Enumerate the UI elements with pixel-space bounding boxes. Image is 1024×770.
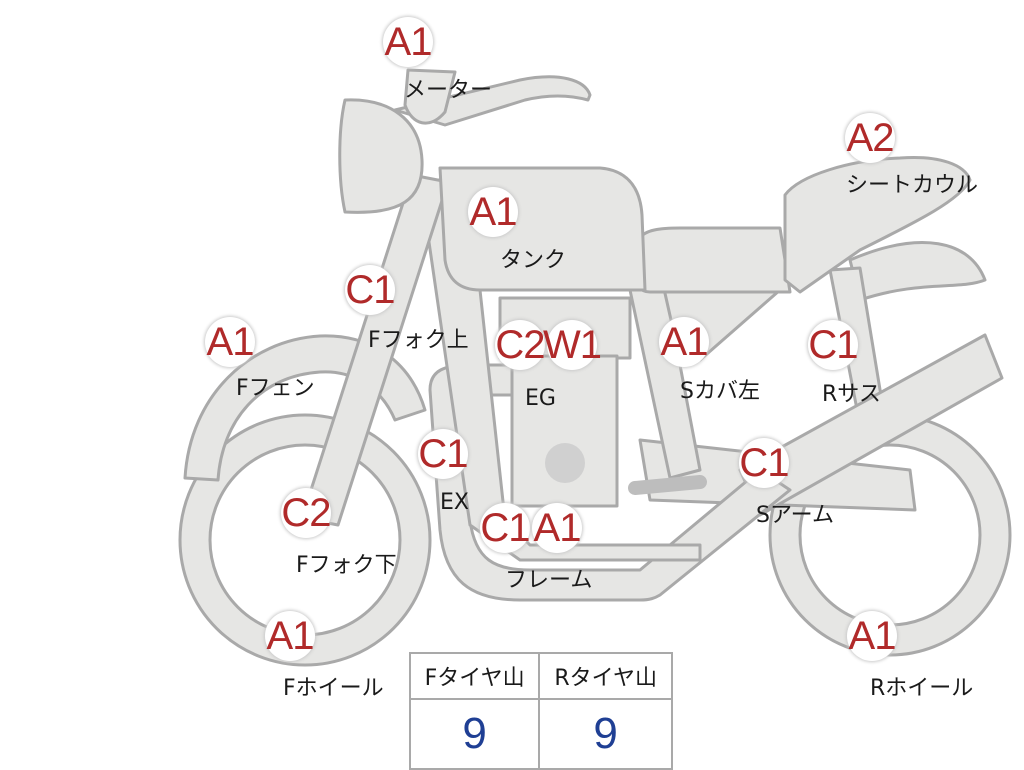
label-f-fender: Fフェン (236, 376, 315, 401)
grade-badge-frame: C1 (480, 503, 531, 553)
grade-badge-r-suspension: C1 (808, 320, 859, 370)
grade: C2 (281, 491, 331, 535)
grade-badge-side-cover-left: A1 (659, 317, 709, 367)
tread-value-row: 9 9 (408, 698, 673, 770)
label-r-wheel: Rホイール (870, 676, 974, 701)
grade-badge-engine: C2 (495, 320, 546, 370)
grade-badge-r-wheel: A1 (847, 611, 897, 661)
grade: A1 (469, 190, 518, 234)
tire-tread-table: Fタイヤ山 Rタイヤ山 9 9 (408, 652, 673, 770)
headlight-shape (338, 98, 424, 214)
grade-badge-exhaust: C1 (418, 429, 469, 479)
label-exhaust: EX (440, 490, 469, 515)
meter-shape (403, 68, 457, 125)
grade: A1 (206, 320, 255, 364)
label-f-wheel: Fホイール (283, 676, 384, 701)
label-side-cover-left: Sカバ左 (680, 379, 760, 404)
grade-badge-tank: A1 (468, 187, 518, 237)
grade: A1 (533, 506, 582, 550)
rear-fender-shape (848, 241, 987, 302)
tread-header-front: Fタイヤ山 (408, 652, 541, 700)
tread-header-row: Fタイヤ山 Rタイヤ山 (408, 652, 673, 700)
grade-badge-f-wheel: A1 (265, 611, 315, 661)
grade: A1 (384, 20, 433, 64)
label-seat-cowl: シートカウル (846, 173, 979, 198)
grade: W1 (543, 323, 602, 367)
tread-value-front: 9 (408, 698, 541, 770)
label-frame: フレーム (505, 568, 593, 593)
label-tank: タンク (500, 248, 567, 273)
grade-badge-engine-secondary: W1 (543, 320, 602, 370)
grade: C1 (480, 506, 530, 550)
grade-badge-f-fork-upper: C1 (345, 265, 396, 315)
grade-badge-f-fender: A1 (205, 317, 255, 367)
grade: A1 (266, 614, 315, 658)
seat-shape (636, 226, 792, 294)
grade: C1 (808, 323, 858, 367)
label-engine: EG (525, 386, 556, 411)
tread-header-rear: Rタイヤ山 (538, 652, 673, 700)
grade-badge-meter: A1 (383, 17, 433, 67)
grade: A1 (660, 320, 709, 364)
grade: A1 (848, 614, 897, 658)
grade: C2 (495, 323, 545, 367)
label-r-suspension: Rサス (822, 382, 881, 407)
label-meter: メーター (404, 78, 493, 103)
label-f-fork-upper: Fフォク上 (368, 328, 469, 353)
label-swing-arm: Sアーム (756, 503, 834, 528)
grade: C1 (345, 268, 395, 312)
grade: C1 (739, 441, 789, 485)
grade-badge-swing-arm: C1 (739, 438, 790, 488)
grade: A2 (846, 116, 895, 160)
label-f-fork-lower: Fフォク下 (296, 553, 397, 578)
grade-badge-f-fork-lower: C2 (281, 488, 332, 538)
seat-cowl-shape (783, 155, 972, 294)
front-fork-shape (300, 173, 450, 527)
tread-value-rear: 9 (538, 698, 673, 770)
grade: C1 (418, 432, 468, 476)
grade-badge-seat-cowl: A2 (845, 113, 895, 163)
grade-badge-frame-secondary: A1 (532, 503, 582, 553)
